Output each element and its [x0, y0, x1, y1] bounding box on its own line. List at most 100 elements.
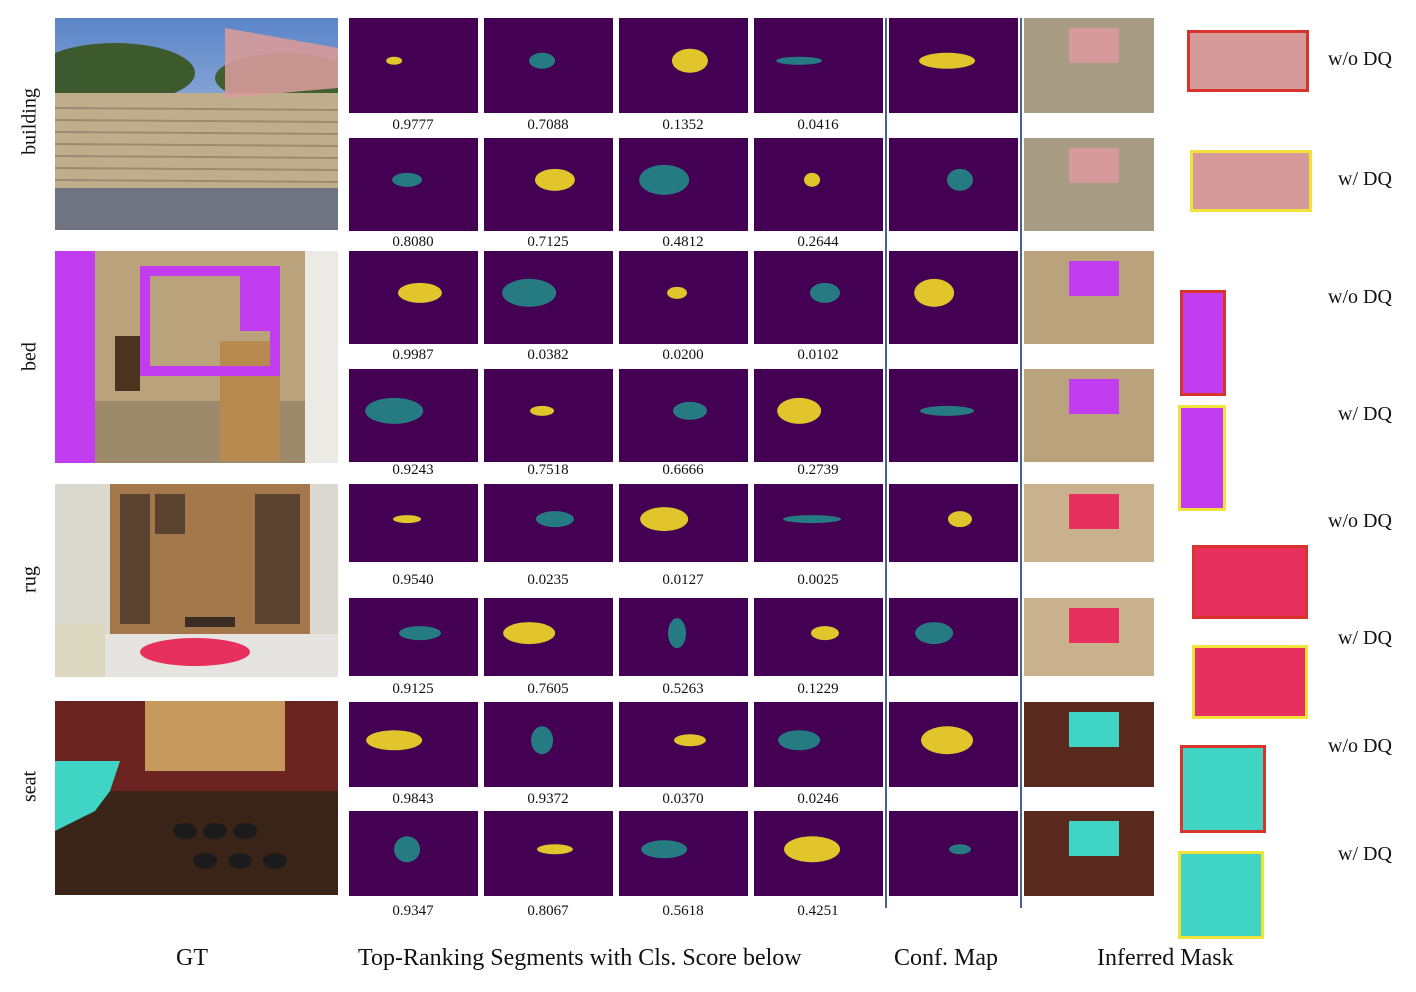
segment-heatmap-r3-c2 — [484, 251, 613, 344]
category-label-seat: seat — [18, 770, 41, 803]
segment-heatmap-r3-c3 — [619, 251, 748, 344]
caption-gt: GT — [176, 945, 208, 971]
cls-score-r8-c4: 0.4251 — [797, 903, 839, 919]
zoom-inset-r3 — [1180, 290, 1226, 396]
variant-label-row-1: w/o DQ — [1328, 48, 1392, 70]
segment-heatmap-r2-c3 — [619, 138, 748, 231]
segment-heatmap-r1-c1 — [349, 18, 478, 113]
confidence-map-r8 — [889, 811, 1018, 896]
caption-conf-map: Conf. Map — [894, 945, 998, 971]
caption-inferred-mask: Inferred Mask — [1097, 945, 1234, 971]
cls-score-r6-c1: 0.9125 — [392, 681, 434, 697]
variant-label-row-2: w/ DQ — [1338, 168, 1392, 190]
cls-score-r3-c1: 0.9987 — [392, 347, 434, 363]
variant-label-row-4: w/ DQ — [1338, 403, 1392, 425]
cls-score-r8-c2: 0.8067 — [527, 903, 569, 919]
segment-heatmap-r3-c1 — [349, 251, 478, 344]
variant-label-row-3: w/o DQ — [1328, 286, 1392, 308]
segment-heatmap-r4-c2 — [484, 369, 613, 462]
zoom-inset-r7 — [1180, 745, 1266, 833]
zoom-inset-r1 — [1187, 30, 1309, 92]
confidence-map-r6 — [889, 598, 1018, 676]
gt-seat-illustration — [55, 701, 338, 895]
gt-image-building — [55, 18, 338, 230]
segment-heatmap-r8-c3 — [619, 811, 748, 896]
cls-score-r7-c4: 0.0246 — [797, 791, 839, 807]
confidence-map-r3 — [889, 251, 1018, 344]
cls-score-r2-c3: 0.4812 — [662, 234, 704, 250]
segment-heatmap-r1-c2 — [484, 18, 613, 113]
cls-score-r2-c2: 0.7125 — [527, 234, 569, 250]
gt-image-bed — [55, 251, 338, 463]
cls-score-r1-c3: 0.1352 — [662, 117, 704, 133]
cls-score-r3-c3: 0.0200 — [662, 347, 704, 363]
gt-image-rug — [55, 484, 338, 677]
segment-heatmap-r8-c4 — [754, 811, 883, 896]
inferred-mask-r5 — [1024, 484, 1154, 562]
cls-score-r2-c4: 0.2644 — [797, 234, 839, 250]
segment-heatmap-r1-c3 — [619, 18, 748, 113]
cls-score-r4-c1: 0.9243 — [392, 462, 434, 478]
segment-heatmap-r3-c4 — [754, 251, 883, 344]
inferred-mask-r7 — [1024, 702, 1154, 787]
segment-heatmap-r8-c2 — [484, 811, 613, 896]
inferred-mask-r1 — [1024, 18, 1154, 113]
cls-score-r3-c2: 0.0382 — [527, 347, 569, 363]
cls-score-r2-c1: 0.8080 — [392, 234, 434, 250]
caption-segments: Top-Ranking Segments with Cls. Score bel… — [358, 945, 802, 971]
cls-score-r5-c3: 0.0127 — [662, 572, 704, 588]
segment-heatmap-r2-c4 — [754, 138, 883, 231]
segment-heatmap-r4-c1 — [349, 369, 478, 462]
cls-score-r7-c2: 0.9372 — [527, 791, 569, 807]
inferred-mask-r6 — [1024, 598, 1154, 676]
segment-heatmap-r6-c2 — [484, 598, 613, 676]
segment-heatmap-r5-c1 — [349, 484, 478, 562]
variant-label-row-7: w/o DQ — [1328, 735, 1392, 757]
inferred-mask-r3 — [1024, 251, 1154, 344]
segment-heatmap-r4-c4 — [754, 369, 883, 462]
cls-score-r6-c4: 0.1229 — [797, 681, 839, 697]
segment-heatmap-r7-c1 — [349, 702, 478, 787]
segment-heatmap-r2-c2 — [484, 138, 613, 231]
cls-score-r8-c3: 0.5618 — [662, 903, 704, 919]
segment-heatmap-r5-c3 — [619, 484, 748, 562]
zoom-inset-r8 — [1178, 851, 1264, 939]
inferred-mask-r8 — [1024, 811, 1154, 896]
confidence-map-r1 — [889, 18, 1018, 113]
inferred-mask-r4 — [1024, 369, 1154, 462]
category-label-bed: bed — [18, 342, 41, 371]
confidence-map-r7 — [889, 702, 1018, 787]
category-label-rug: rug — [18, 566, 41, 593]
segment-heatmap-r6-c1 — [349, 598, 478, 676]
confidence-map-r2 — [889, 138, 1018, 231]
cls-score-r1-c4: 0.0416 — [797, 117, 839, 133]
segment-heatmap-r7-c4 — [754, 702, 883, 787]
gt-image-seat — [55, 701, 338, 895]
segment-heatmap-r5-c4 — [754, 484, 883, 562]
segment-heatmap-r4-c3 — [619, 369, 748, 462]
separator-line-conf-mask — [1020, 18, 1022, 908]
cls-score-r4-c4: 0.2739 — [797, 462, 839, 478]
zoom-inset-r5 — [1192, 545, 1308, 619]
gt-rug-illustration — [55, 484, 338, 677]
segment-heatmap-r5-c2 — [484, 484, 613, 562]
segment-heatmap-r6-c3 — [619, 598, 748, 676]
category-label-building: building — [18, 88, 41, 155]
inferred-mask-r2 — [1024, 138, 1154, 231]
cls-score-r4-c2: 0.7518 — [527, 462, 569, 478]
segment-heatmap-r2-c1 — [349, 138, 478, 231]
segment-heatmap-r6-c4 — [754, 598, 883, 676]
variant-label-row-5: w/o DQ — [1328, 510, 1392, 532]
cls-score-r6-c3: 0.5263 — [662, 681, 704, 697]
segment-heatmap-r8-c1 — [349, 811, 478, 896]
cls-score-r5-c4: 0.0025 — [797, 572, 839, 588]
cls-score-r5-c2: 0.0235 — [527, 572, 569, 588]
confidence-map-r5 — [889, 484, 1018, 562]
zoom-inset-r2 — [1190, 150, 1312, 212]
segment-heatmap-r7-c2 — [484, 702, 613, 787]
cls-score-r3-c4: 0.0102 — [797, 347, 839, 363]
cls-score-r8-c1: 0.9347 — [392, 903, 434, 919]
cls-score-r6-c2: 0.7605 — [527, 681, 569, 697]
cls-score-r7-c3: 0.0370 — [662, 791, 704, 807]
cls-score-r7-c1: 0.9843 — [392, 791, 434, 807]
